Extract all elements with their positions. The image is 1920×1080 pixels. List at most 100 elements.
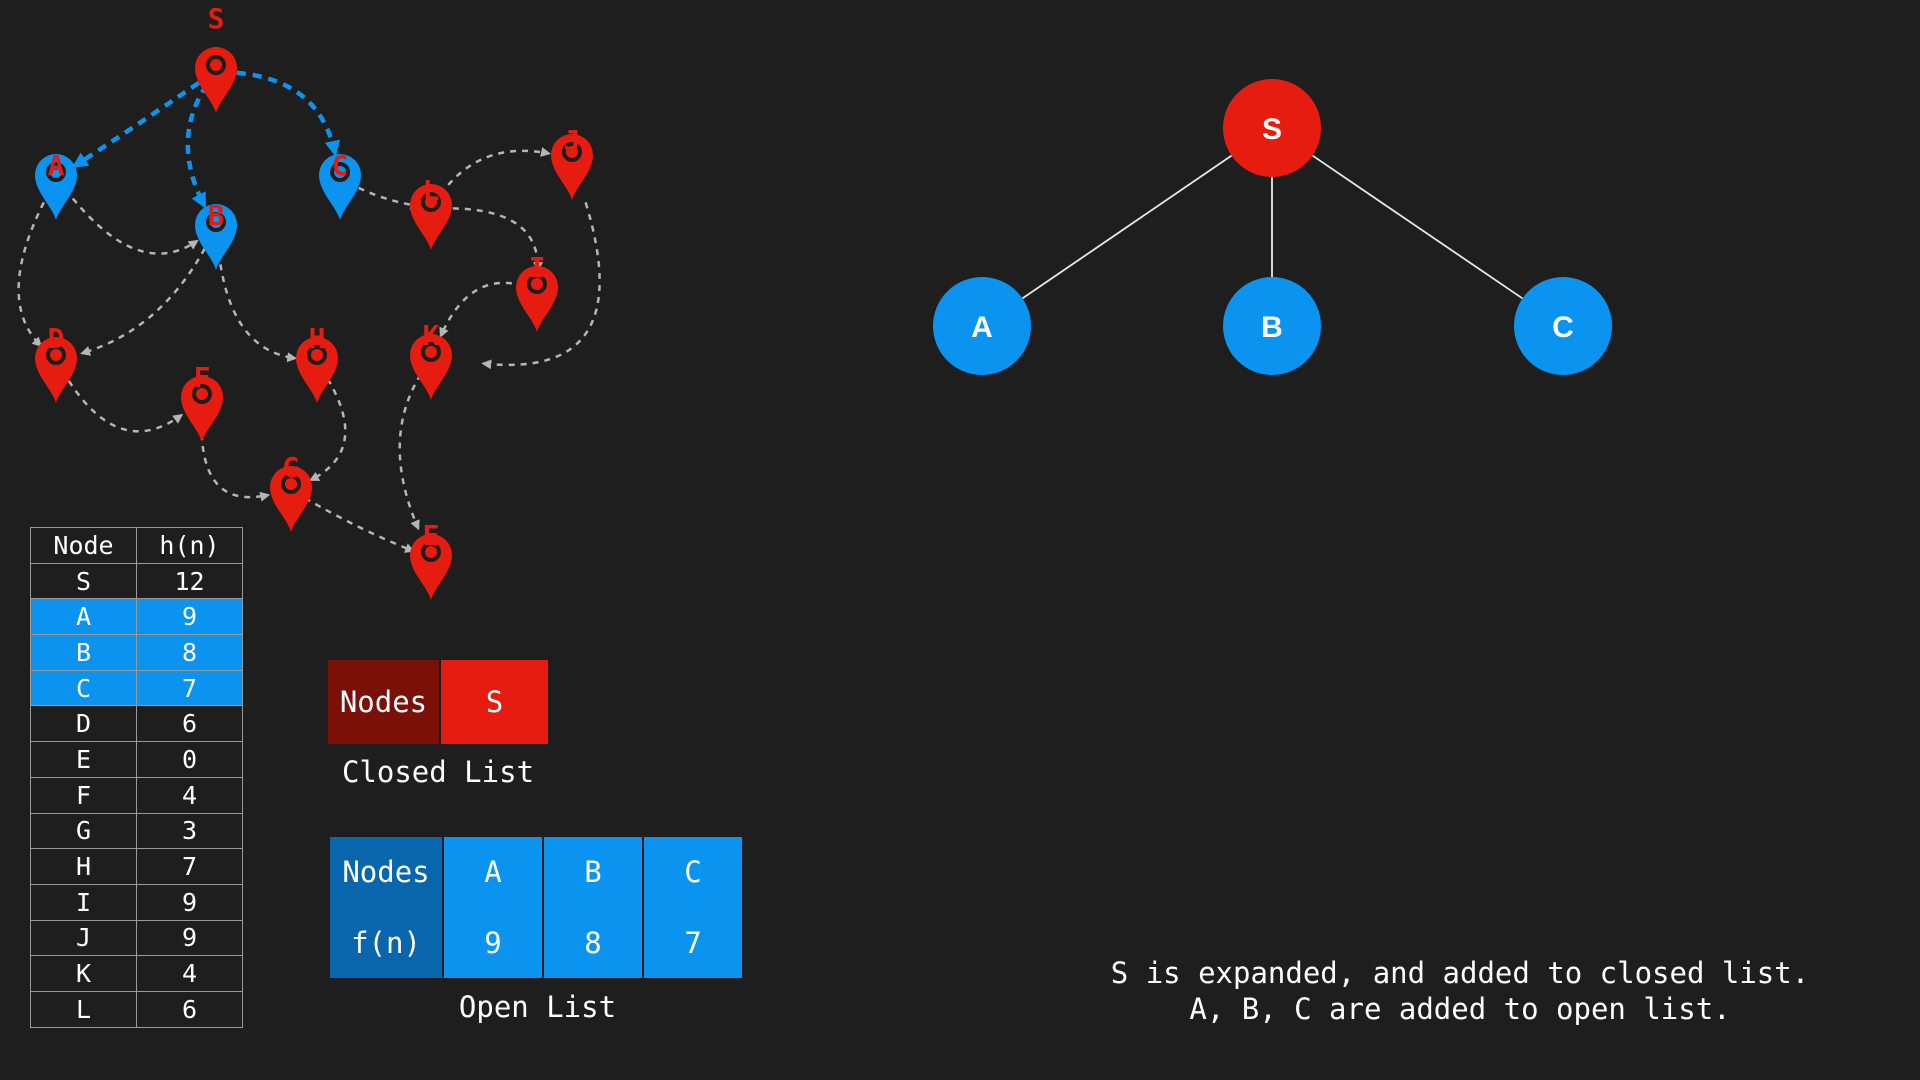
pin-hole-icon <box>206 55 226 75</box>
tree-edges <box>1021 154 1523 300</box>
pin-hole-icon <box>421 542 441 562</box>
open-list-entry: A 9 <box>444 837 544 978</box>
open-list-fn: 7 <box>684 925 702 960</box>
table-cell-node: H <box>30 848 137 885</box>
graph-edge-c-l <box>347 181 421 210</box>
map-pin-icon <box>296 337 338 403</box>
open-list: Nodes f(n) A 9 B 8 C 7 <box>330 837 742 978</box>
status-line-2: A, B, C are added to open list. <box>1189 992 1731 1026</box>
graph-node-k: K <box>410 319 452 400</box>
tree-node-circle <box>1223 277 1321 375</box>
map-pin-icon <box>35 337 77 403</box>
table-cell-node: G <box>30 812 137 850</box>
pin-hole-icon <box>421 192 441 212</box>
graph-edge-j-k <box>481 202 601 370</box>
table-cell-h: 7 <box>136 669 243 707</box>
table-cell-node: E <box>30 741 137 778</box>
closed-list-header: Nodes <box>328 660 441 744</box>
graph-node-s: S <box>195 2 237 113</box>
closed-list-node: S <box>441 660 548 744</box>
table-cell-h: 9 <box>136 919 243 957</box>
graph-node-d: D <box>35 322 77 403</box>
table-cell-node: A <box>30 598 137 636</box>
graph-node-i: I <box>516 251 558 332</box>
graph-node-label: J <box>564 124 581 157</box>
graph-node-label: G <box>283 451 300 484</box>
tree-node-label: B <box>1261 311 1283 344</box>
table-cell-node: D <box>30 705 137 743</box>
graph-edge-i-k <box>439 281 524 338</box>
table-cell-h: 7 <box>136 848 243 885</box>
table-cell-h: 6 <box>136 705 243 743</box>
map-pin-icon <box>516 266 558 332</box>
tree-node-circle <box>1514 277 1612 375</box>
pin-hole-icon <box>562 142 582 162</box>
map-pin-icon <box>181 376 223 442</box>
open-list-fn: 8 <box>584 925 602 960</box>
open-list-entry: B 8 <box>544 837 644 978</box>
tree-node-label: A <box>971 311 993 344</box>
graph-node-c: C <box>319 149 361 220</box>
table-cell-node: F <box>30 776 137 814</box>
tree-node-label: S <box>1262 113 1282 146</box>
graph-node-label: S <box>208 2 225 35</box>
graph-node-e: E <box>410 519 452 600</box>
open-list-caption: Open List <box>458 990 617 1024</box>
table-cell-h: 4 <box>136 955 243 992</box>
tree-node-circle <box>933 277 1031 375</box>
open-list-header-column: Nodes f(n) <box>330 837 444 978</box>
graph-node-label: B <box>208 199 225 232</box>
closed-list-caption: Closed List <box>341 755 535 789</box>
tree-node-label: C <box>1552 311 1574 344</box>
pin-hole-icon <box>307 345 327 365</box>
table-cell-h: 4 <box>136 776 243 814</box>
tree-edge-s-c <box>1312 154 1523 300</box>
graph-node-label: H <box>309 322 326 355</box>
table-header-row: Node h(n) <box>30 527 243 564</box>
graph-node-label: K <box>423 319 440 352</box>
tree-nodes: S A B C <box>933 79 1612 375</box>
map-pin-icon <box>195 204 237 270</box>
tree-node-a: A <box>933 277 1031 375</box>
pin-hole-icon <box>527 274 547 294</box>
status-line-1: S is expanded, and added to closed list. <box>1110 956 1810 990</box>
map-pin-icon <box>195 47 237 113</box>
graph-node-b: B <box>195 199 237 270</box>
graph-node-label: E <box>423 519 440 552</box>
table-cell-node: B <box>30 634 137 671</box>
graph-node-label: A <box>48 149 65 182</box>
pin-hole-icon <box>206 212 226 232</box>
graph-edge-g-e <box>304 496 416 553</box>
table-cell-h: 9 <box>136 883 243 921</box>
graph-node-l: L <box>410 174 452 250</box>
pin-hole-icon <box>281 474 301 494</box>
graph-edge-a-d <box>17 201 45 348</box>
graph-node-h: H <box>296 322 338 403</box>
tree-node-b: B <box>1223 277 1321 375</box>
graph-node-f: F <box>181 361 223 442</box>
table-cell-h: 8 <box>136 634 243 671</box>
table-cell-h: 0 <box>136 741 243 778</box>
map-pin-icon <box>270 466 312 532</box>
map-pin-icon <box>410 334 452 400</box>
open-list-header-fn: f(n) <box>351 925 421 960</box>
graph-edge-k-e <box>398 373 422 531</box>
map-pin-icon <box>35 154 77 220</box>
open-list-entry: C 7 <box>644 837 742 978</box>
open-list-node: B <box>584 855 602 890</box>
graph-node-label: L <box>423 174 440 207</box>
graph-node-g: G <box>270 451 312 532</box>
graph-edge-s-a <box>71 80 201 168</box>
graph-edges <box>17 70 601 553</box>
table-cell-h: 9 <box>136 598 243 636</box>
